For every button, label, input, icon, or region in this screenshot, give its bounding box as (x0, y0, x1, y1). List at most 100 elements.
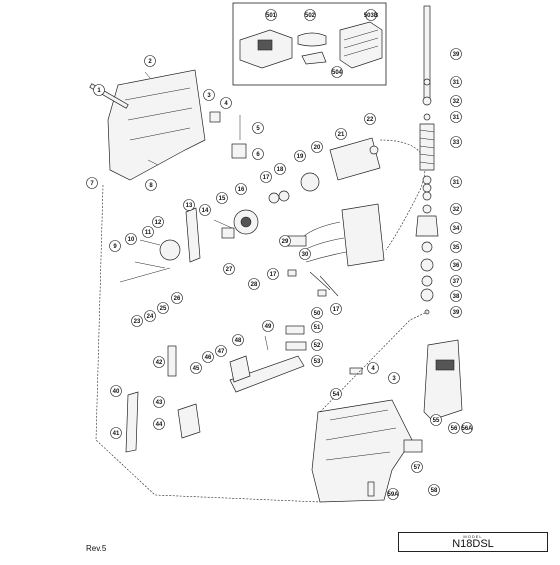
callout-number: 30 (302, 252, 309, 258)
fan (300, 172, 320, 192)
callout-number: 57 (414, 465, 421, 471)
callout-number: 13 (186, 203, 193, 209)
callout-number: 35 (453, 245, 460, 251)
callout-29: 29 (279, 235, 291, 247)
callout-number: 14 (202, 208, 209, 214)
callout-number: 29 (282, 239, 289, 245)
contact-arm (285, 341, 307, 351)
callout-number: 7 (90, 181, 94, 187)
carrying-case-shape (339, 21, 383, 69)
callout-number: 31 (453, 180, 460, 186)
battery-gauge (435, 359, 455, 371)
callout-26: 26 (171, 292, 183, 304)
callout-number: 56A (461, 426, 473, 432)
callout-39: 39 (450, 306, 462, 318)
callout-33: 33 (450, 136, 462, 148)
callout-53: 53 (311, 355, 323, 367)
callout-31: 31 (450, 111, 462, 123)
callout-number: 28 (251, 282, 258, 288)
callout-27: 27 (223, 263, 235, 275)
connector-a (287, 269, 297, 277)
pusher-rod (125, 391, 139, 453)
callout-57: 57 (411, 461, 423, 473)
callout-54: 54 (330, 388, 342, 400)
callout-10: 10 (125, 233, 137, 245)
callout-44: 44 (153, 418, 165, 430)
callout-number: 53 (314, 359, 321, 365)
callout-56a: 56A (461, 422, 473, 434)
callout-12: 12 (152, 216, 164, 228)
callout-11: 11 (142, 226, 154, 238)
callout-number: 32 (453, 207, 460, 213)
magazine (229, 355, 305, 393)
safety-glasses-shape (297, 32, 327, 47)
callout-number: 41 (113, 431, 120, 437)
callout-number: 21 (338, 132, 345, 138)
callout-number: 38 (453, 294, 460, 300)
callout-36: 36 (450, 259, 462, 271)
rubber-pad (209, 111, 221, 123)
washer (422, 96, 432, 106)
callout-number: 49 (265, 324, 272, 330)
motor (329, 137, 381, 181)
magazine-cover (229, 355, 251, 383)
callout-number: 3 (392, 376, 396, 382)
callout-2: 2 (144, 55, 156, 67)
callout-32: 32 (450, 203, 462, 215)
revision-label: Rev.5 (86, 544, 107, 553)
callout-number: 51 (314, 325, 321, 331)
callout-21: 21 (335, 128, 347, 140)
driver-blade (423, 5, 431, 101)
callout-number: 39 (453, 310, 460, 316)
callout-number: 17 (333, 307, 340, 313)
callout-3: 3 (388, 372, 400, 384)
callout-18: 18 (274, 163, 286, 175)
nose-lever (285, 325, 305, 335)
callout-number: 3 (207, 93, 211, 99)
callout-labels: 501 502 503B 504 1 2 3 4 5 6 7 8 9 10 11… (86, 9, 473, 500)
callout-31: 31 (450, 76, 462, 88)
callout-9: 9 (109, 240, 121, 252)
callout-number: 11 (145, 230, 152, 236)
accessory-box (232, 2, 387, 86)
callout-number: 26 (174, 296, 181, 302)
callout-number: 59A (387, 492, 399, 498)
callout-number: 4 (224, 101, 228, 107)
callout-number: 10 (128, 237, 135, 243)
callout-5: 5 (252, 122, 264, 134)
callout-number: 50 (314, 311, 321, 317)
callout-55: 55 (430, 414, 442, 426)
callout-38: 38 (450, 290, 462, 302)
housing-half-left (107, 69, 206, 181)
callout-number: 1 (97, 88, 101, 94)
callout-8: 8 (145, 179, 157, 191)
callout-14: 14 (199, 204, 211, 216)
callout-15: 15 (216, 192, 228, 204)
callout-49: 49 (262, 320, 274, 332)
callout-number: 17 (270, 272, 277, 278)
callout-number: 43 (156, 400, 163, 406)
callout-number: 8 (149, 183, 153, 189)
callout-17: 17 (330, 303, 342, 315)
gear-holder (221, 227, 235, 239)
callout-503b: 503B (364, 9, 379, 21)
callout-number: 17 (263, 175, 270, 181)
callout-52: 52 (311, 339, 323, 351)
callout-number: 31 (453, 80, 460, 86)
callout-24: 24 (144, 310, 156, 322)
callout-number: 2 (148, 59, 152, 65)
callout-56: 56 (448, 422, 460, 434)
latch-block (177, 403, 201, 439)
callout-50: 50 (311, 307, 323, 319)
callout-39: 39 (450, 48, 462, 60)
callout-58: 58 (428, 484, 440, 496)
cylinder-cap (415, 215, 439, 237)
callout-51: 51 (311, 321, 323, 333)
callout-40: 40 (110, 385, 122, 397)
callout-number: 22 (367, 117, 374, 123)
piston (420, 258, 434, 272)
callout-number: 32 (453, 99, 460, 105)
callout-16: 16 (235, 183, 247, 195)
callout-number: 36 (453, 263, 460, 269)
